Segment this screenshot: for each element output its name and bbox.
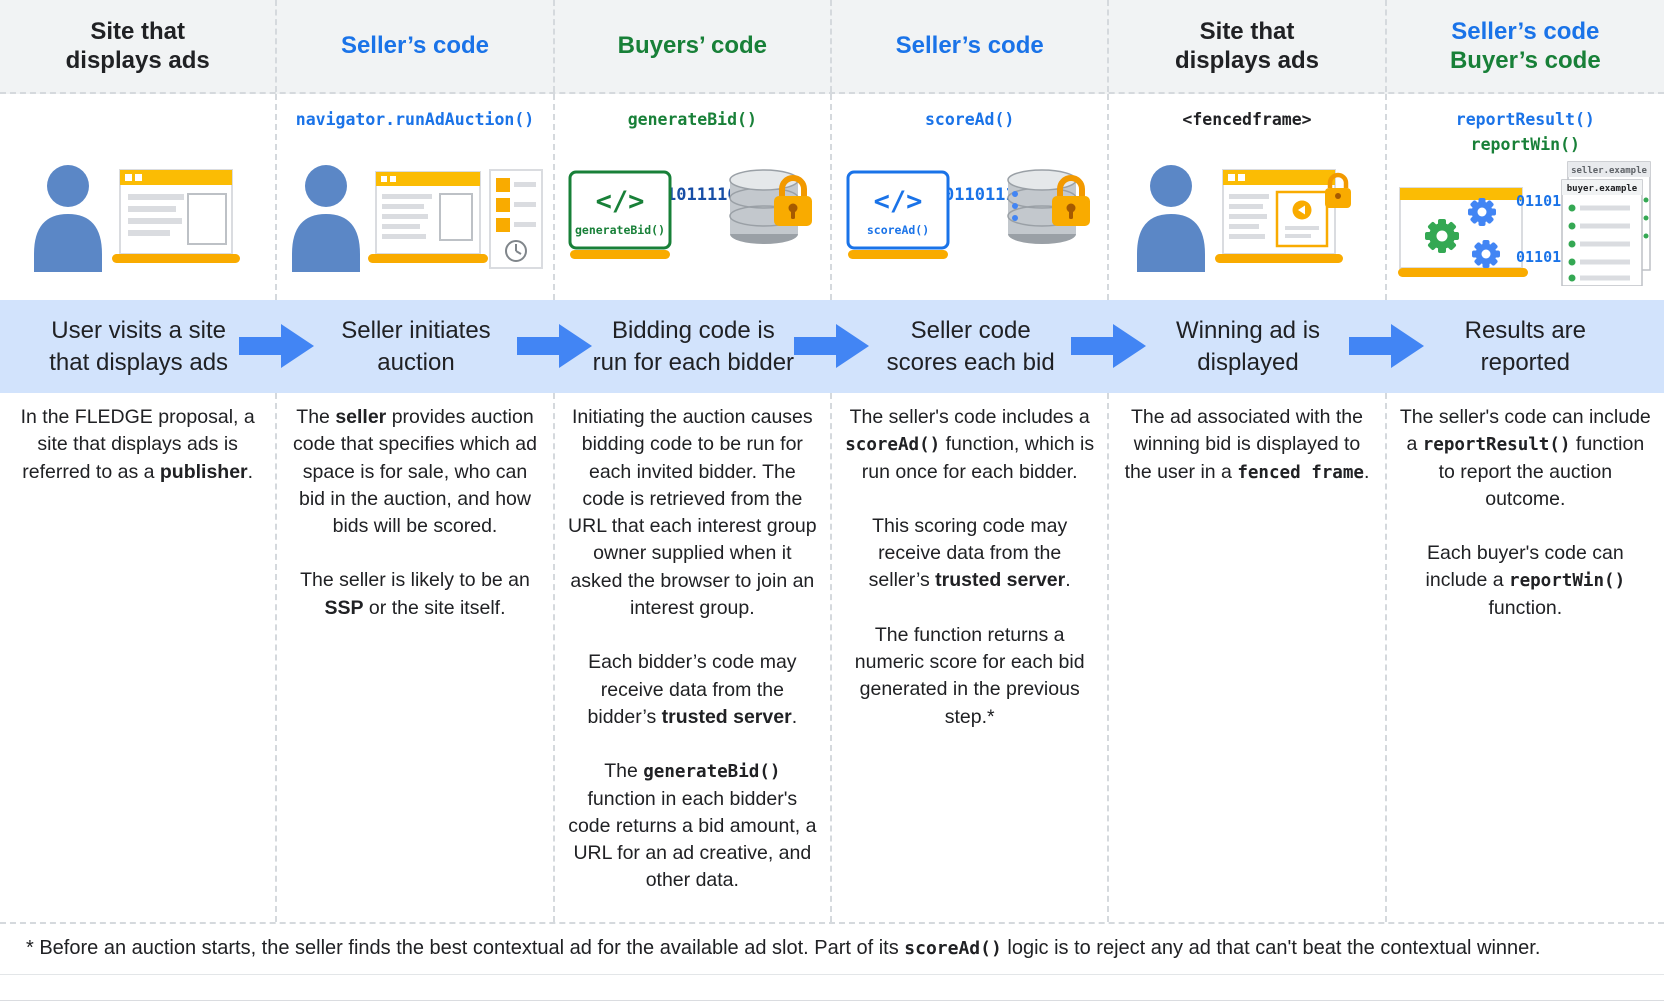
- winning-ad-illustration: [1136, 165, 1351, 272]
- browser-icon: [111, 169, 240, 263]
- svg-text:</>: </>: [596, 186, 645, 217]
- column-6-illustration-cell: reportResult()reportWin(): [1387, 94, 1664, 300]
- binary-data-text: 1011110: [666, 185, 738, 205]
- svg-text:generateBid(): generateBid(): [575, 223, 665, 237]
- auction-config-panel-icon: [488, 169, 543, 269]
- gear-icon: [1468, 197, 1497, 226]
- binary-data-text: 0110111: [944, 185, 1016, 205]
- flow-arrow-icon: [794, 324, 869, 368]
- svg-text:seller.example: seller.example: [1571, 166, 1647, 176]
- person-icon: [1136, 165, 1205, 272]
- column-1-illustration-cell: [0, 94, 278, 300]
- column-2-description: The seller provides auction code that sp…: [277, 393, 555, 922]
- code-window-icon: </> generateBid(): [568, 170, 672, 259]
- clock-icon: [504, 240, 527, 262]
- step-bidding-code-run: Bidding code is run for each bidder: [592, 317, 795, 376]
- fenced-frame-label: <fencedframe>: [1182, 110, 1312, 129]
- column-5-description: The ad associated with the winning bid i…: [1109, 393, 1387, 922]
- score-ad-label: scoreAd(): [924, 110, 1015, 129]
- buyer-report-card-icon: buyer.example: [1561, 178, 1644, 286]
- scoring-code-illustration: 0110111 </> scoreAd(): [846, 169, 1090, 259]
- step-user-visits-site: User visits a site that displays ads: [49, 317, 229, 376]
- column-6-description: The seller's code can include a reportRe…: [1399, 406, 1651, 619]
- process-step-band: User visits a site that displays ads Sel…: [0, 300, 1664, 393]
- person-icon: [291, 165, 360, 272]
- person-icon: [33, 165, 102, 272]
- footnote: * Before an auction starts, the seller f…: [0, 921, 1664, 975]
- bidding-code-illustration: 1011110 </> generateBid(): [568, 169, 813, 259]
- user-visits-site-illustration: [33, 165, 240, 272]
- column-2-header: Seller’s code: [277, 0, 555, 92]
- description-row: In the FLEDGE proposal, a site that disp…: [0, 393, 1664, 922]
- reporting-illustration: 0110111 0110111 seller.example buyer.exa…: [1398, 160, 1652, 286]
- illustration-row: navigator.runAdAuction(): [0, 94, 1664, 300]
- lock-icon: [774, 175, 813, 226]
- flow-arrow-icon: [516, 324, 592, 368]
- gear-icon: [1425, 218, 1460, 253]
- lock-icon: [1324, 172, 1351, 208]
- browser-icon: [367, 171, 488, 263]
- step-results-reported: Results are reported: [1464, 317, 1587, 376]
- svg-text:</>: </>: [873, 186, 922, 217]
- seller-initiates-auction-illustration: [291, 165, 543, 272]
- column-3-header: Buyers’ code: [555, 0, 832, 92]
- generate-bid-label: generateBid(): [627, 110, 757, 129]
- ad-card-icon: [1275, 190, 1329, 248]
- step-seller-initiates-auction: Seller initiates auction: [341, 317, 491, 376]
- column-5-illustration-cell: <fencedframe>: [1109, 94, 1387, 300]
- run-ad-auction-label: navigator.runAdAuction(): [295, 110, 535, 129]
- step-winning-ad-displayed: Winning ad is displayed: [1175, 317, 1321, 376]
- column-4-description: The seller's code includes a scoreAd() f…: [832, 393, 1110, 922]
- column-2-illustration-cell: navigator.runAdAuction(): [277, 94, 555, 300]
- svg-text:buyer.example: buyer.example: [1567, 184, 1638, 194]
- flow-arrow-icon: [1071, 324, 1147, 368]
- step-seller-scores-bids: Seller code scores each bid: [886, 317, 1055, 376]
- column-4-illustration-cell: scoreAd() 0110111 </> scoreAd(): [832, 94, 1110, 300]
- flow-arrow-icon: [1348, 324, 1424, 368]
- lock-icon: [1051, 175, 1090, 226]
- column-3-description: Initiating the auction causes bidding co…: [555, 393, 832, 922]
- flow-arrow-icon: [239, 324, 315, 368]
- gear-icon: [1472, 239, 1501, 268]
- code-window-icon: </> scoreAd(): [846, 170, 950, 259]
- column-3-illustration-cell: generateBid() 1011110 </> generateBid(): [555, 94, 832, 300]
- bottom-spacer: [0, 974, 1664, 1000]
- column-4-header: Seller’s code: [832, 0, 1110, 92]
- column-1-description: In the FLEDGE proposal, a site that disp…: [0, 393, 278, 922]
- browser-icon: [1398, 186, 1529, 277]
- report-functions-label: reportResult()reportWin(): [1455, 110, 1595, 154]
- svg-text:scoreAd(): scoreAd(): [867, 223, 929, 237]
